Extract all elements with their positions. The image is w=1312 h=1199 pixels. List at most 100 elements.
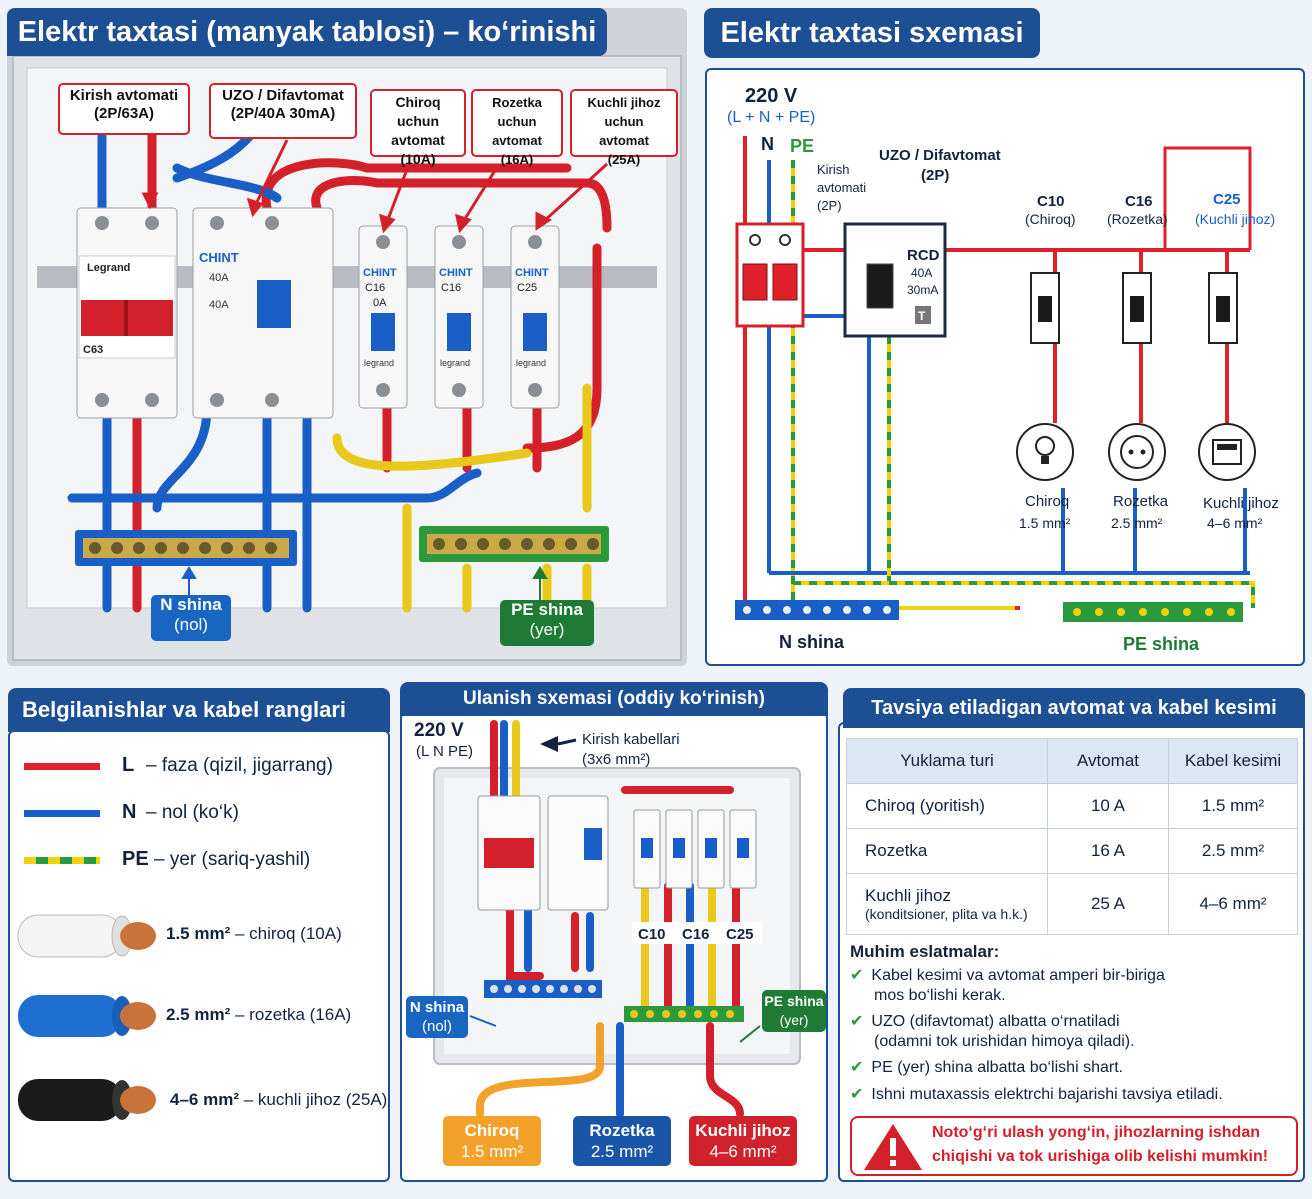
recommend-table: Yuklama turi Avtomat Kabel kesimi Chiroq…: [846, 738, 1298, 935]
breaker-c25: CHINT C25 legrand: [510, 225, 560, 409]
callout-light-breaker: Chiroq uchun avtomat (10A): [370, 89, 466, 167]
legend-text-pe: – yer (sariq-yashil): [154, 849, 311, 870]
recommend-row2-sub: (konditsioner, plita va h.k.): [865, 906, 1028, 922]
schematic-diagram: 220 V (L + N + PE) N PE Kirish avtomati …: [727, 85, 1279, 654]
schematic-title: Elektr taxtasi sxemasi: [704, 8, 1040, 58]
schematic-uzo-label2: (2P): [921, 167, 949, 184]
legend-text-l: – faza (qizil, jigarrang): [146, 755, 333, 776]
recommend-row1-cable: 2.5 mm²: [1168, 828, 1298, 874]
wiring-n-bus: [484, 980, 602, 998]
recommend-row2-breaker: 25 A: [1047, 873, 1169, 935]
schematic-panel: [705, 68, 1305, 666]
wiring-n-bus-tag: N shina (nol): [406, 996, 468, 1038]
legend-text-n: – nol (ko‘k): [146, 802, 239, 823]
note-1-line2: mos bo‘lishi kerak.: [874, 987, 1006, 1004]
main-breaker-rating: C63: [83, 344, 103, 356]
cable-1-5: [17, 914, 156, 958]
n-bus-bar-photo: [75, 530, 297, 566]
recommend-header-cable: Kabel kesimi: [1168, 738, 1298, 784]
wiring-pe-bus-line1: PE shina: [764, 993, 824, 1009]
check-icon: ✔: [850, 967, 864, 984]
wiring-code-c16: C16: [682, 926, 710, 943]
notes-title: Muhim eslatmalar:: [850, 942, 1000, 961]
wiring-pe-bus-line2: (yer): [779, 1012, 809, 1028]
note-4: ✔Ishni mutaxassis elektrchi bajarishi ta…: [850, 1085, 1223, 1105]
schematic-rcd-text2: 40A: [911, 266, 932, 280]
schematic-n-bus: N shina: [735, 600, 899, 652]
warning-box: Noto‘g‘ri ulash yong‘in, jihozlarning is…: [850, 1116, 1298, 1176]
cable-size-1-5: 1.5 mm²: [166, 924, 231, 943]
schematic-c16-name: (Rozetka): [1107, 211, 1168, 227]
schematic-pe-bus-label: PE shina: [1123, 634, 1200, 654]
breaker-c16-b-brand: CHINT: [439, 267, 473, 279]
breaker-c16-a-sub: 0A: [373, 297, 387, 309]
legend-item-n: N – nol (ko‘k): [24, 800, 384, 828]
note-2: ✔UZO (difavtomat) albatta o‘rnatiladi (o…: [850, 1012, 1135, 1052]
schematic-n-label: N: [761, 134, 774, 154]
breaker-c25-rating: C25: [517, 282, 537, 294]
breaker-c16-b-brand2: legrand: [440, 358, 470, 368]
schematic-c10-load: Chiroq: [1025, 493, 1069, 510]
breaker-c25-brand: CHINT: [515, 267, 549, 279]
legend-code-pe: PE: [122, 848, 149, 870]
callout-socket-breaker-line3: (16A): [500, 152, 534, 167]
legend-item-pe: PE – yer (sariq-yashil): [24, 847, 384, 875]
wiring-small-breakers: [633, 809, 757, 889]
wiring-supply: 220 V: [414, 720, 464, 741]
note-3: ✔PE (yer) shina albatta bo‘lishi shart.: [850, 1058, 1123, 1078]
callout-uzo-line2: (2P/40A 30mA): [230, 105, 336, 122]
recommend-header-row: Yuklama turi Avtomat Kabel kesimi: [846, 738, 1298, 784]
rcd-rating1: 40A: [209, 272, 229, 284]
n-bus-tag-line2: (nol): [173, 615, 208, 634]
recommend-header-breaker: Avtomat: [1047, 738, 1169, 784]
table-row: Kuchli jihoz (konditsioner, plita va h.k…: [846, 873, 1298, 935]
cable-4-6: [18, 1079, 156, 1121]
main-breaker: Legrand C63: [76, 207, 178, 419]
schematic-circuit-c16: C16 (Rozetka) Rozetka 2.5 mm²: [1107, 193, 1169, 531]
output-heavy-line1: Kuchli jihoz: [695, 1121, 791, 1140]
legend-title: Belgilanishlar va kabel ranglari: [8, 688, 390, 732]
n-bus-tag-photo: N shina (nol): [151, 595, 231, 641]
note-1-line1: Kabel kesimi va avtomat amperi bir-birig…: [871, 967, 1165, 984]
cable-label-1-5: 1.5 mm² – chiroq (10A): [166, 924, 342, 944]
cable-text-1-5: – chiroq (10A): [234, 924, 342, 943]
warning-icon: [864, 1124, 922, 1170]
schematic-c10-code: C10: [1037, 193, 1065, 210]
note-3-line1: PE (yer) shina albatta bo‘lishi shart.: [871, 1059, 1124, 1076]
wiring-code-c25: C25: [726, 926, 754, 943]
wiring-rcd: [547, 795, 609, 911]
recommend-row0-breaker: 10 A: [1047, 783, 1169, 829]
schematic-main-label3: (2P): [817, 198, 842, 213]
wiring-code-c10: C10: [638, 926, 666, 943]
schematic-pe-bus: PE shina: [1063, 602, 1243, 654]
wiring-input-label1: Kirish kabellari: [582, 731, 680, 748]
cable-size-4-6: 4–6 mm²: [170, 1090, 239, 1109]
main-breaker-brand: Legrand: [87, 262, 130, 274]
panel-photo-title: Elektr taxtasi (manyak tablosi) – ko‘rin…: [7, 8, 607, 56]
callout-light-breaker-line1: Chiroq uchun: [395, 94, 441, 129]
schematic-c16-size: 2.5 mm²: [1111, 515, 1163, 531]
output-socket-tag: Rozetka 2.5 mm²: [573, 1116, 671, 1166]
output-light-line1: Chiroq: [464, 1121, 520, 1140]
schematic-c25-load: Kuchli jihoz: [1203, 495, 1279, 512]
note-2-line1: UZO (difavtomat) albatta o‘rnatiladi: [871, 1013, 1120, 1030]
legend-line-pe: [24, 857, 100, 864]
recommend-row1-type: Rozetka: [846, 828, 1048, 874]
wiring-title: Ulanish sxemasi (oddiy ko‘rinish): [400, 682, 828, 716]
n-bus-tag-line1: N shina: [160, 595, 222, 614]
breaker-c16-a-brand2: legrand: [364, 358, 394, 368]
legend-line-n: [24, 810, 100, 817]
output-heavy-tag: Kuchli jihoz 4–6 mm²: [689, 1116, 797, 1166]
wiring-n-bus-line2: (nol): [421, 1018, 452, 1035]
schematic-main-label1: Kirish: [817, 162, 850, 177]
legend-code-n: N: [122, 801, 137, 823]
output-heavy-line2: 4–6 mm²: [709, 1142, 777, 1161]
callout-main-breaker: Kirish avtomati (2P/63A): [58, 83, 190, 135]
cable-label-2-5: 2.5 mm² – rozetka (16A): [166, 1005, 351, 1025]
wiring-pe-bus-tag: PE shina (yer): [762, 990, 826, 1032]
schematic-main-label2: avtomati: [817, 180, 866, 195]
callout-light-breaker-line3: (10A): [400, 151, 436, 167]
schematic-c10-name: (Chiroq): [1025, 211, 1076, 227]
schematic-rcd-text3: 30mA: [907, 283, 938, 297]
check-icon: ✔: [850, 1013, 864, 1030]
